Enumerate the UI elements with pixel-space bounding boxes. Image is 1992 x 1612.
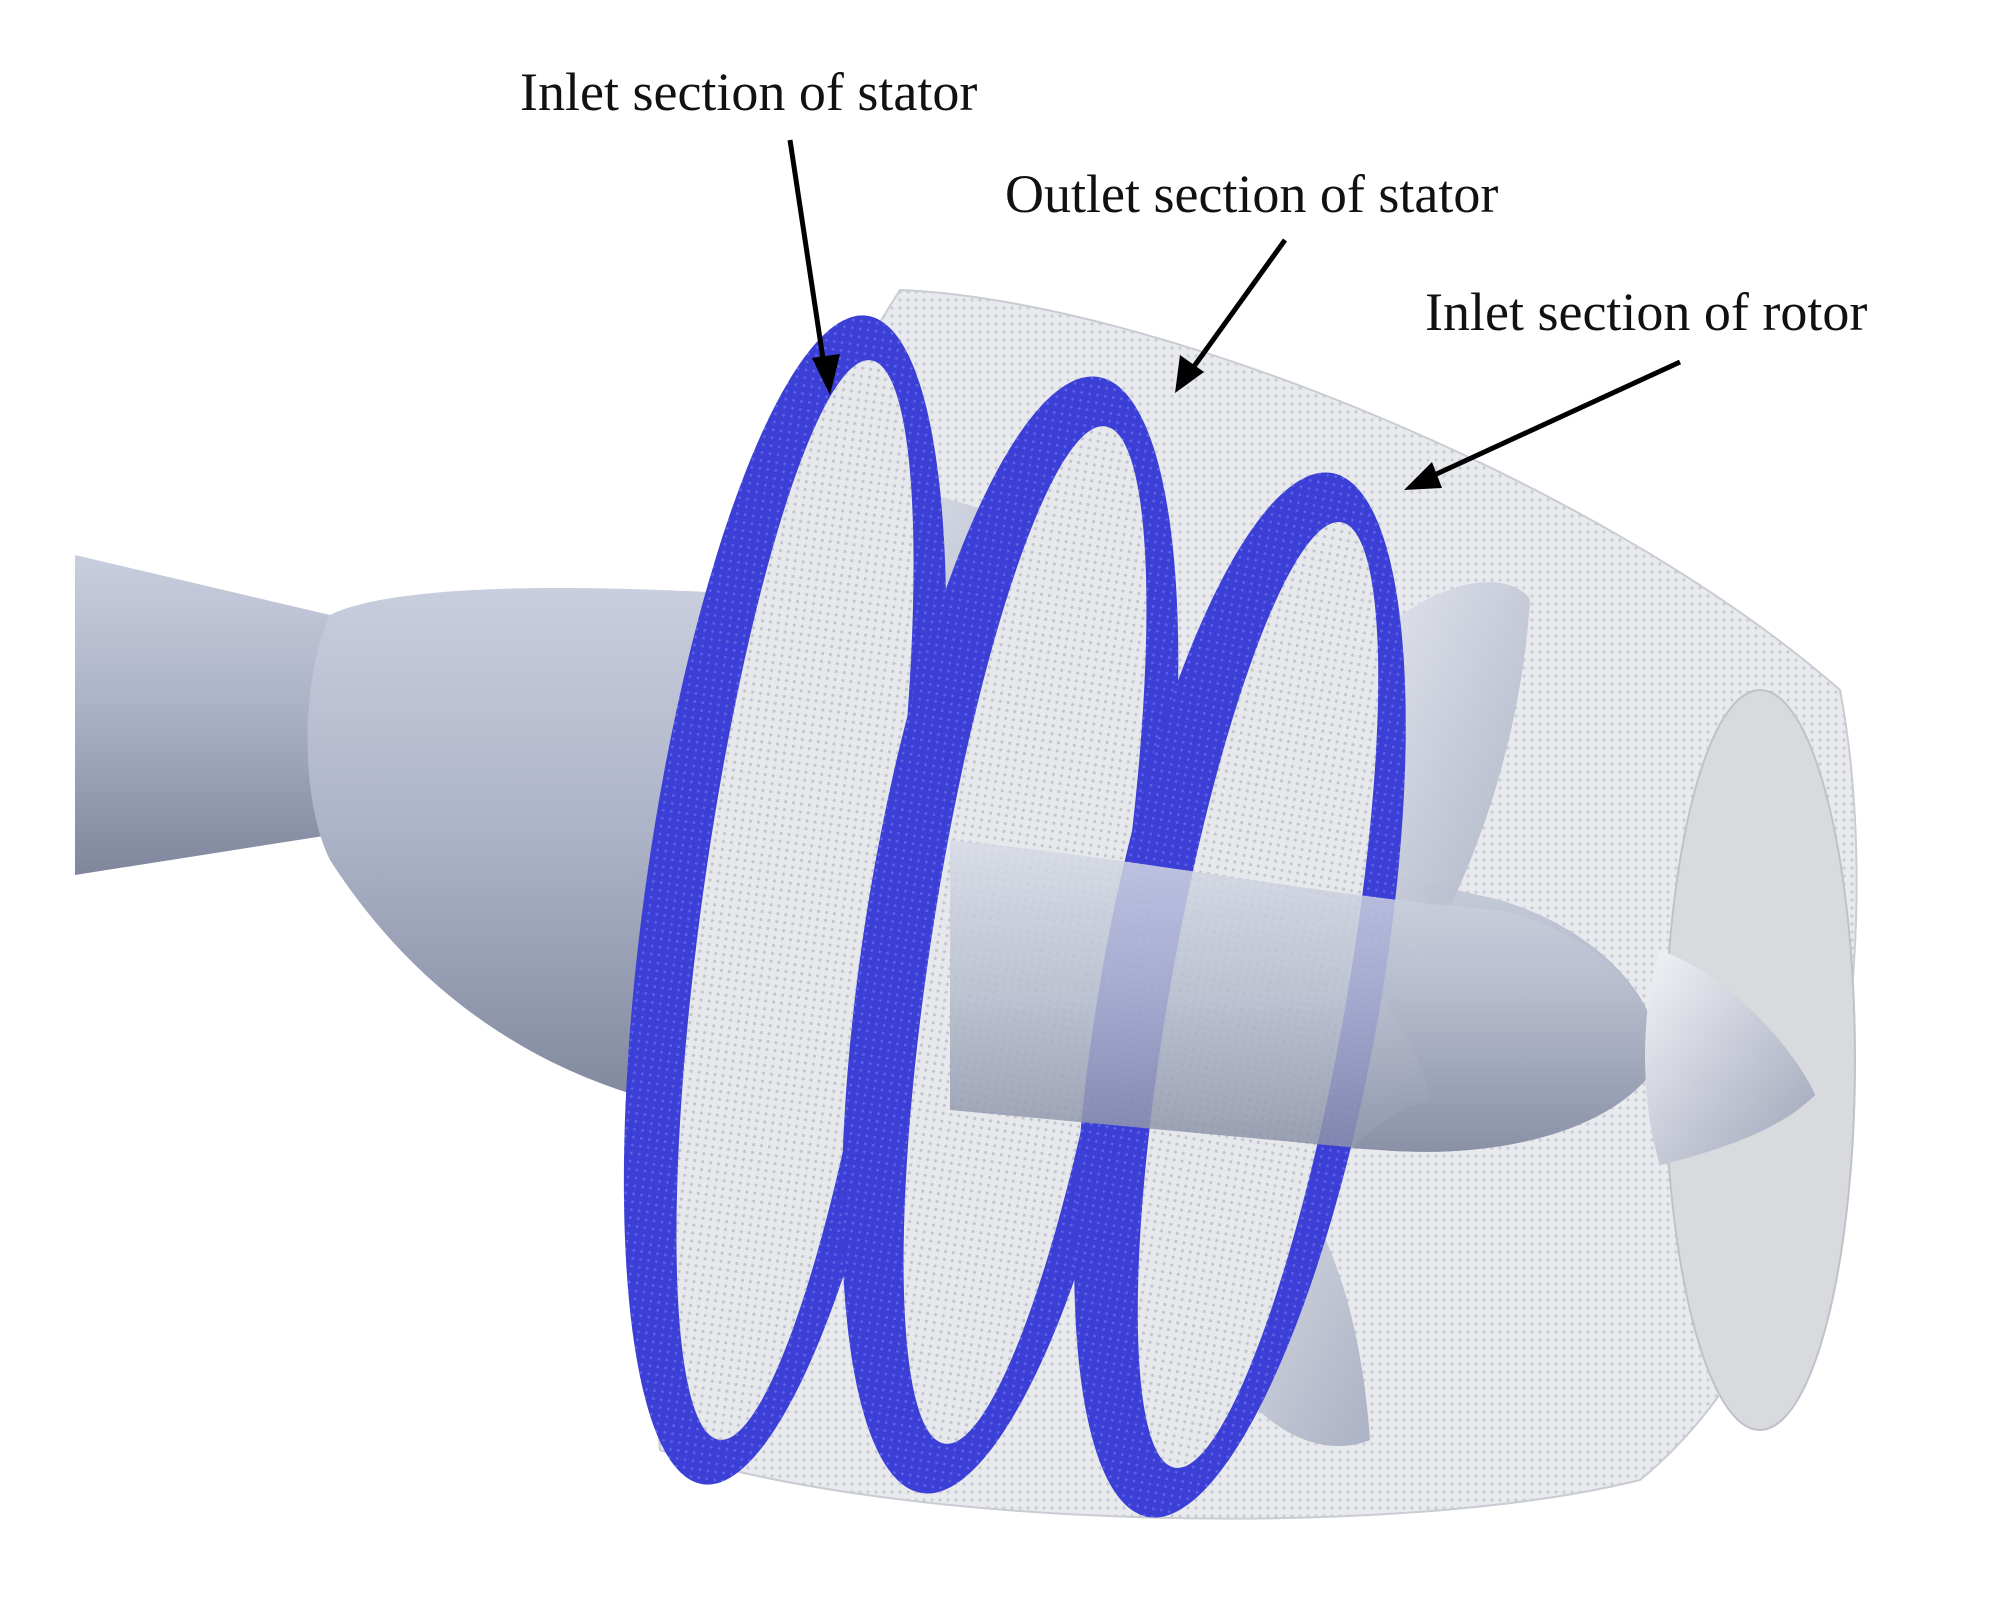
callout-inlet-rotor: Inlet section of rotor	[1404, 282, 1867, 490]
callout-inlet-stator: Inlet section of stator	[520, 62, 977, 395]
propeller-shaft	[75, 555, 330, 875]
label-inlet-stator: Inlet section of stator	[520, 62, 977, 122]
nose-cone-front	[1645, 950, 1815, 1165]
label-inlet-rotor: Inlet section of rotor	[1425, 282, 1867, 342]
label-outlet-stator: Outlet section of stator	[1005, 164, 1498, 224]
inner-hub-front	[950, 840, 1660, 1152]
callout-outlet-stator: Outlet section of stator	[1005, 164, 1498, 393]
